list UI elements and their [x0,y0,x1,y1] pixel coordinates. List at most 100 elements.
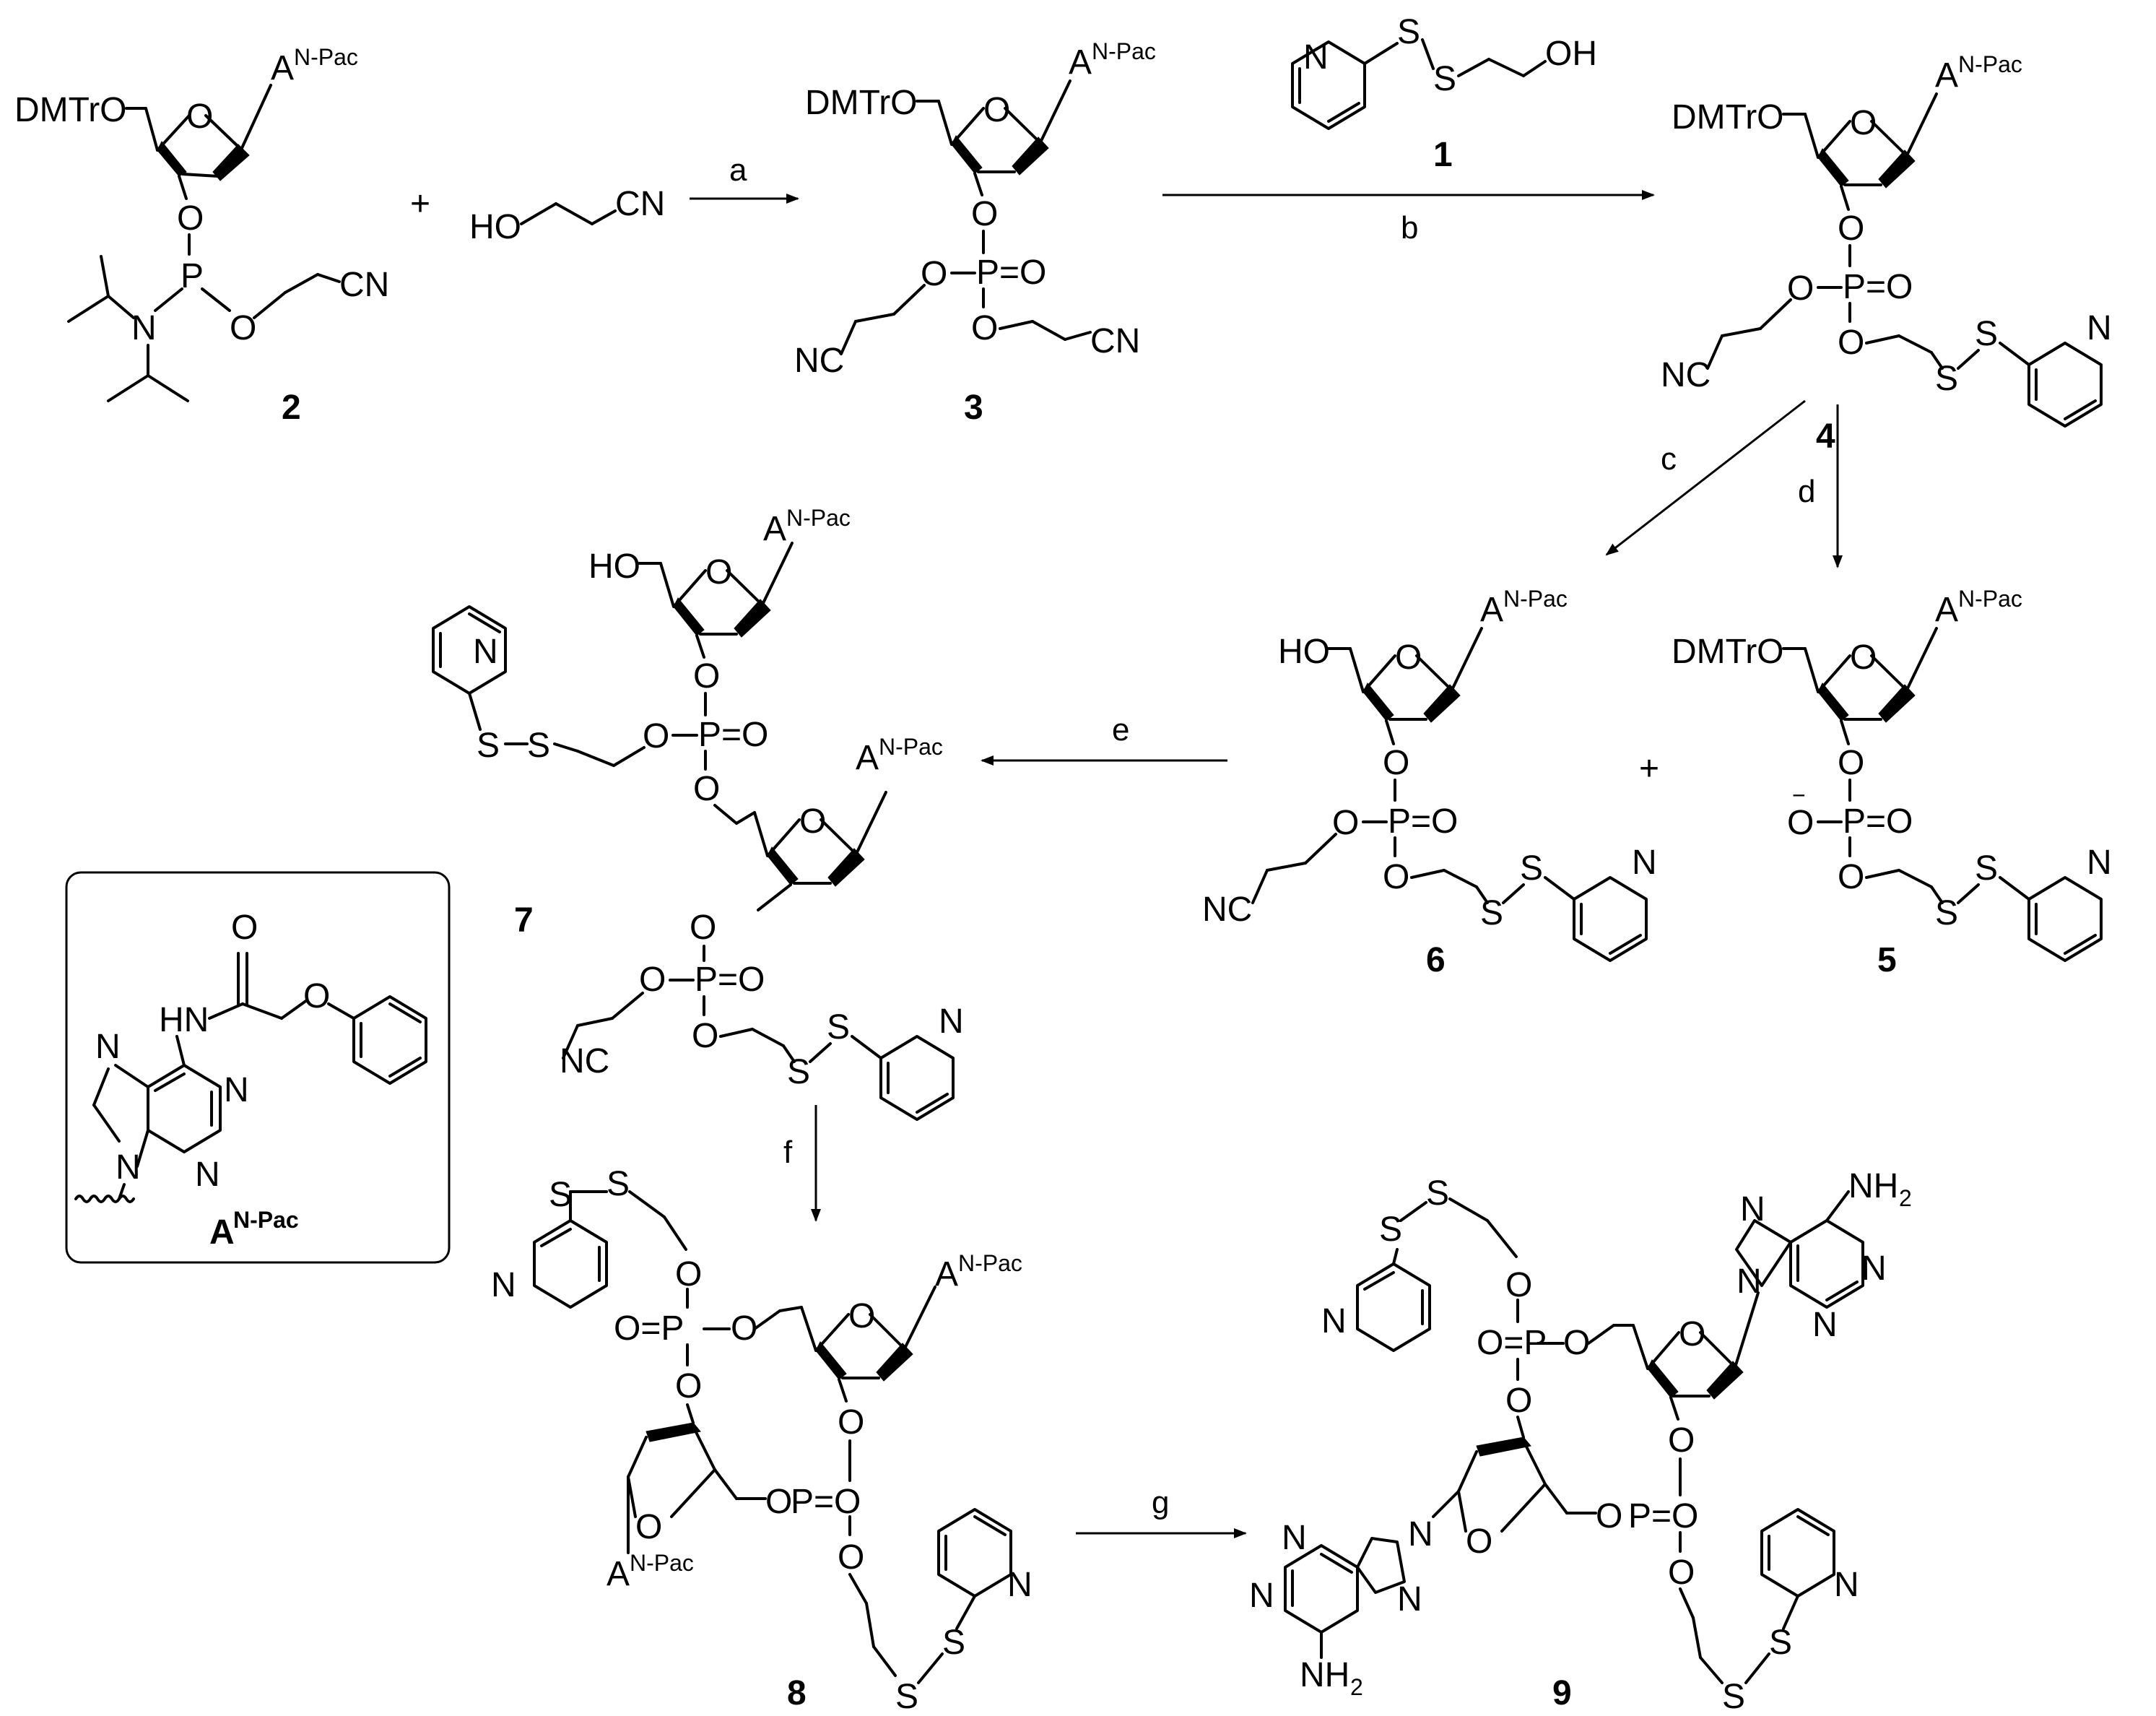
sulfur-9a: S [1379,1210,1402,1249]
compound-4: DMTrO O A N-Pac O P=O O NC O S S N 4 [1661,51,2112,456]
phosphate-o-5: O [1838,744,1864,782]
npac-sup-3: N-Pac [1092,38,1156,64]
phosphate-p-9b: P=O [1628,1497,1698,1535]
sulfur-7a: S [527,727,550,765]
phosphate-p-7b: P=O [695,961,765,999]
ester-o-6a: O [1332,804,1359,842]
phosphate-p-4: P=O [1843,268,1913,306]
bridging-o-7: O [693,770,720,808]
apac-legend: O HN O N N N N A N-Pac [65,871,451,1264]
sulfur-7c: S [787,1053,810,1091]
ring-oxygen-8b: O [635,1508,662,1546]
reagent-f: f [783,1135,793,1170]
sulfur-6b: S [1520,849,1543,888]
purine-n1-9b: N [1282,1519,1307,1557]
sulfur-7b: S [477,727,500,765]
arrow-c [1605,399,1806,556]
compound-label-8: 8 [787,1674,807,1712]
compound-label-9: 9 [1552,1674,1572,1712]
sulfur-4a: S [1935,360,1958,398]
phosphate-p-7a: P=O [698,716,768,754]
ester-o-3b: O [971,309,998,347]
phosphate-o-9e: O [1668,1421,1695,1460]
pyridine-n-9b: N [1834,1566,1859,1604]
phosphate-o-4: O [1838,209,1864,248]
adenine-label-4: A [1935,56,1958,95]
compound-2: DMTrO O A N-Pac O P N O CN 2 [14,44,389,427]
purine-n3-9a: N [1812,1306,1838,1344]
compound-label-7: 7 [514,901,534,940]
hn-label-legend: HN [159,1001,209,1039]
adenine-label-6: A [1480,591,1503,629]
compound-label-5: 5 [1877,941,1897,979]
ester-o-6b: O [1383,858,1409,896]
amine-sub-9a: 2 [1899,1185,1912,1211]
ester-o-4b: O [1838,324,1864,362]
hydroxyl-1: OH [1545,35,1597,73]
ester-o-9d: O [1596,1497,1622,1535]
compound-label-2: 2 [282,389,301,427]
phosphate-p-9a: O=P [1477,1324,1547,1362]
phosphate-o-8c: O [675,1367,702,1405]
hydroxypropionitrile: HO CN [469,185,665,246]
amine-nh-9a: NH [1848,1167,1898,1205]
phosphate-p-6: P=O [1388,802,1458,841]
pyridine-n-7b: N [939,1002,964,1041]
npac-sup-2: N-Pac [294,44,358,70]
sulfur-6a: S [1480,894,1503,932]
ho-label-6: HO [1278,633,1330,671]
nc-label-6: NC [1202,890,1252,929]
ester-o-2: O [230,309,256,347]
compound-label-4: 4 [1816,417,1835,456]
phosphate-p-5: P=O [1843,802,1913,841]
adenine-label-5: A [1935,591,1958,629]
npac-sup-5: N-Pac [1958,586,2022,612]
ester-o-9b: O [1563,1324,1590,1362]
adenine-label-8b: A [607,1555,630,1593]
sulfur-8a: S [549,1176,572,1214]
pyridine-n-7a: N [473,633,498,671]
phosphate-p-3: P=O [976,254,1046,292]
sulfur-9c: S [1722,1678,1745,1716]
pyridine-n-8b: N [1007,1566,1033,1604]
sulfur-4b: S [1975,315,1998,353]
amine-sub-9b: 2 [1350,1674,1363,1700]
adenine-label-7b: A [856,739,879,777]
sulfur-5a: S [1935,894,1958,932]
npac-sup-6: N-Pac [1503,586,1568,612]
compound-1: N S S OH 1 [1291,13,1597,174]
reagent-g: g [1152,1485,1169,1520]
adenine-label-2: A [271,49,294,87]
anionic-o-5: O [1787,804,1814,842]
compound-8: S N S O O=P O O A N-Pac O O O [491,1165,1033,1716]
ester-o-3a: O [921,255,947,293]
legend-base-label: A [209,1213,235,1252]
compound-9: N S S O O=P O O N N N N NH 2 O [1249,1167,1912,1716]
ester-o-7c: O [692,1017,718,1055]
adenine-label-8a: A [935,1255,958,1294]
ester-o-8f: O [838,1538,864,1577]
reagent-b: b [1401,210,1418,246]
compound-label-3: 3 [964,389,983,427]
purine-n7-legend: N [95,1028,121,1066]
phosphate-o-7b: O [690,909,716,947]
phosphate-o-7a: O [693,657,720,696]
purine-n3-9b: N [1249,1577,1274,1615]
sulfur-5b: S [1975,849,1998,888]
purine-n7-9a: N [1740,1190,1765,1228]
phosphate-o-3: O [971,195,998,233]
compound-7: HO O A N-Pac O P=O O S S N O O [432,505,964,1121]
ester-o-8d: O [765,1483,792,1521]
nitrile-2: CN [339,266,389,304]
pyridine-n-1: N [1303,38,1329,77]
compound-5: DMTrO O A N-Pac O P=O O − O S S N 5 [1672,586,2112,979]
amine-nh-9b: NH [1300,1656,1349,1694]
ester-o-5: O [1838,858,1864,896]
sulfur-1b: S [1433,60,1456,98]
carbonyl-o-legend: O [231,909,258,947]
ester-o-9f: O [1668,1554,1695,1592]
plus-sign-2: + [1639,750,1659,788]
sulfur-8d: S [942,1624,965,1662]
ester-o-9a: O [1505,1266,1532,1304]
